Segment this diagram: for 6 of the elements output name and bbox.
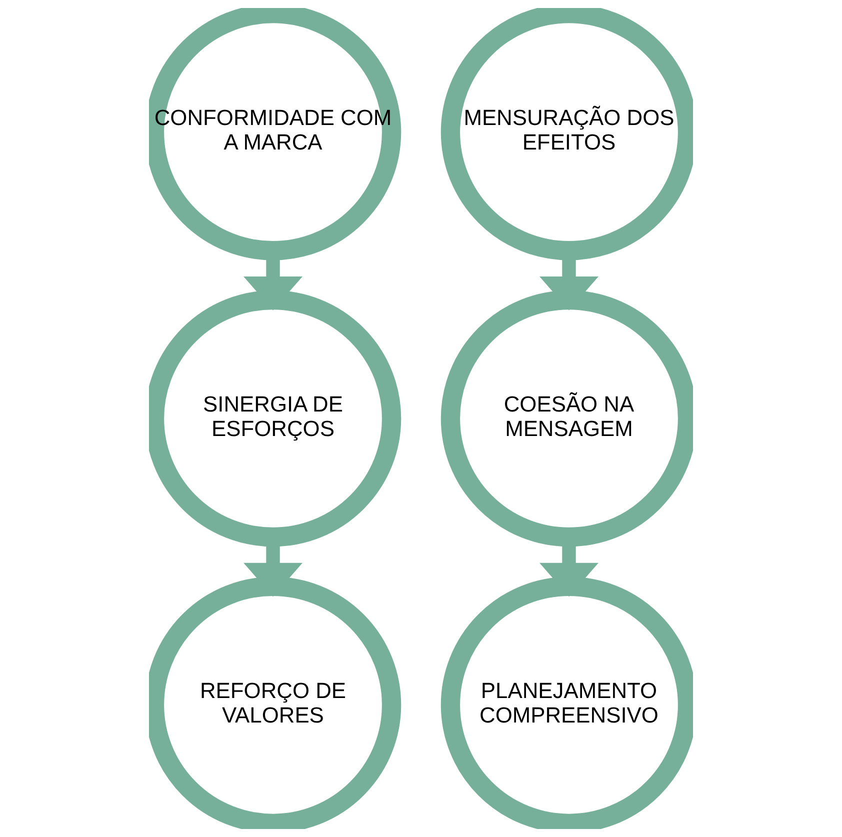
node-circle: REFORÇO DE VALORES (149, 576, 402, 829)
node-circle: PLANEJAMENTO COMPREENSIVO (440, 576, 693, 829)
node-circle: CONFORMIDADE COM A MARCA (149, 8, 402, 260)
node-circle: SINERGIA DE ESFORÇOS (149, 290, 402, 547)
node-circle: COESÃO NA MENSAGEM (440, 290, 693, 547)
node-circle: MENSURAÇÃO DOS EFEITOS (440, 8, 693, 260)
